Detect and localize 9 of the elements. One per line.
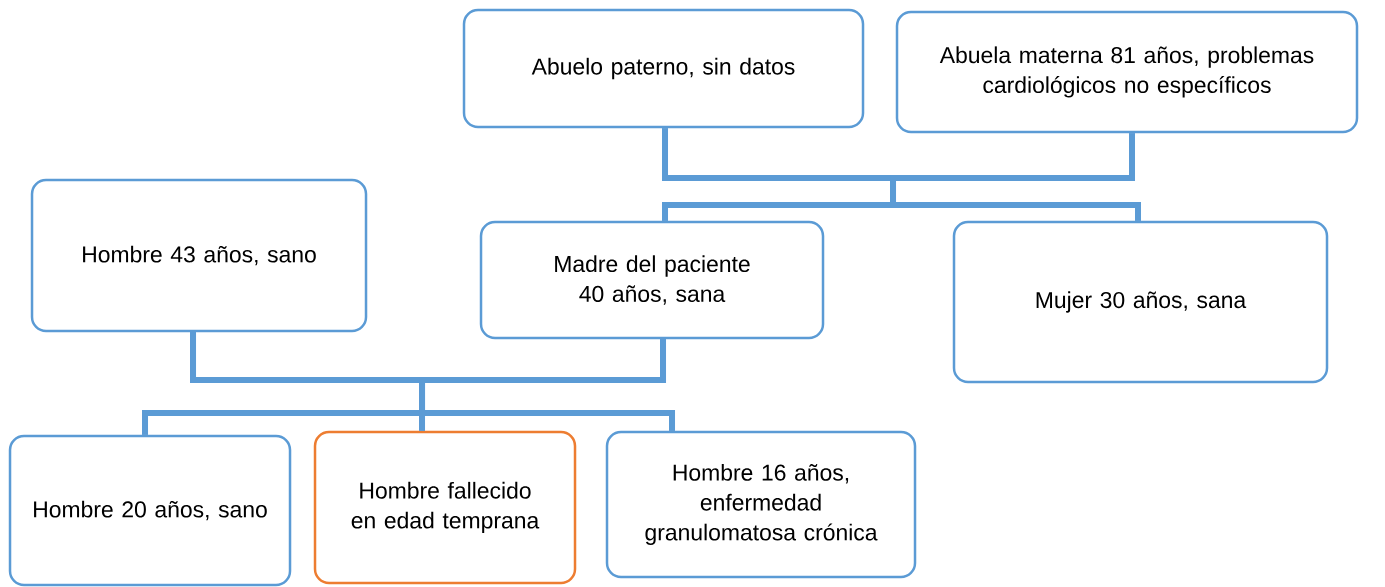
person-box: Mujer 30 años, sana (952, 220, 1329, 384)
person-box: Hombre 43 años, sano (30, 178, 368, 333)
person-box: Madre del paciente 40 años, sana (479, 220, 825, 340)
person-box: Hombre fallecido en edad temprana (313, 430, 577, 585)
person-box: Abuela materna 81 años, problemas cardiológicos no específicos (895, 10, 1359, 134)
person-box: Hombre 20 años, sano (8, 434, 292, 587)
person-box: Abuelo paterno, sin datos (462, 8, 865, 129)
family-line (890, 133, 1141, 221)
person-box: Hombre 16 años, enfermedad granulomatosa crónica (605, 430, 917, 579)
